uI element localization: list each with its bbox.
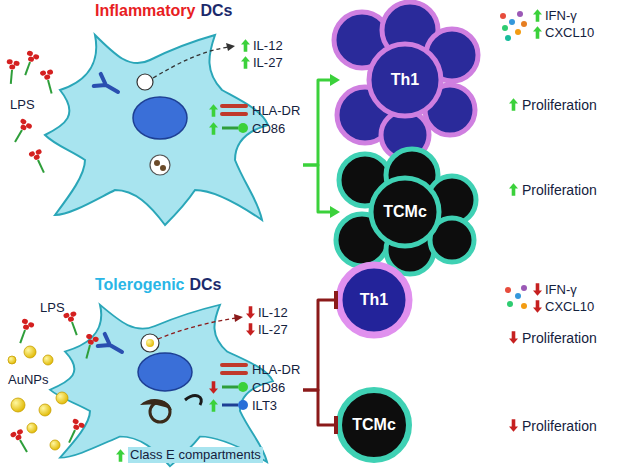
label: IL-12 xyxy=(258,305,288,321)
t-cell-cluster: TCMc xyxy=(340,162,470,262)
connector xyxy=(303,74,340,165)
label: HLA-DR xyxy=(252,103,300,119)
label: IFN-γ xyxy=(545,282,577,298)
cell-heading: Tolerogenic xyxy=(95,276,185,294)
label: CD86 xyxy=(252,380,285,396)
label: Class E compartments xyxy=(128,447,263,463)
label: LPS xyxy=(10,97,35,113)
connector xyxy=(303,291,336,390)
cell-heading: Inflammatory xyxy=(95,2,195,20)
label: Proliferation xyxy=(522,182,597,198)
cell-name: Th1 xyxy=(391,71,419,89)
connector xyxy=(303,390,336,434)
t-cell-cluster: Th1 xyxy=(338,262,410,338)
cell-name: TCMc xyxy=(383,203,427,221)
cell-heading: DCs xyxy=(190,276,222,294)
label: Proliferation xyxy=(522,97,597,113)
label: Proliferation xyxy=(522,330,597,346)
t-cell-cluster: TCMc xyxy=(338,387,410,463)
cell-name: Th1 xyxy=(360,291,388,309)
cell-name: TCMc xyxy=(352,416,396,434)
label: HLA-DR xyxy=(252,362,300,378)
t-cell-cluster: Th1 xyxy=(340,0,470,160)
label: IL-27 xyxy=(258,322,288,338)
label: CXCL10 xyxy=(545,25,594,41)
label: CD86 xyxy=(252,121,285,137)
label: AuNPs xyxy=(8,372,48,388)
label: LPS xyxy=(40,300,65,316)
label: IL-27 xyxy=(253,55,283,71)
connector xyxy=(303,165,340,218)
cell-heading: DCs xyxy=(200,2,232,20)
label: CXCL10 xyxy=(545,299,594,315)
label: ILT3 xyxy=(252,398,277,414)
label: Proliferation xyxy=(522,418,597,434)
label: IFN-γ xyxy=(545,8,577,24)
label: IL-12 xyxy=(253,38,283,54)
